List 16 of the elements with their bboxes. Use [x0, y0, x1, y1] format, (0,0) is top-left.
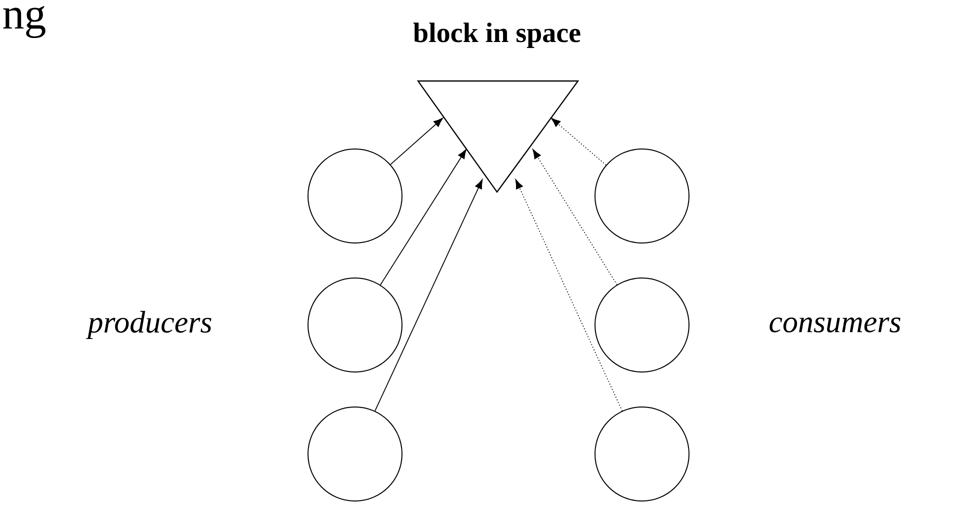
circle-shape: [594, 148, 690, 244]
ng-text: ng: [3, 6, 46, 38]
arrow: [532, 149, 618, 286]
circle-shape: [594, 278, 690, 372]
arrow: [380, 149, 466, 286]
group-label: producers: [86, 310, 212, 340]
arrow: [551, 118, 606, 166]
circle-shape: [308, 406, 402, 502]
circle-shape: [594, 406, 690, 502]
arrow: [390, 118, 444, 165]
arrow: [374, 179, 483, 412]
node-label: block in space: [413, 22, 580, 48]
circle-shape: [308, 148, 402, 244]
arrow: [515, 179, 623, 412]
circle-shape: [308, 278, 402, 372]
group-label: consumers: [770, 318, 900, 332]
